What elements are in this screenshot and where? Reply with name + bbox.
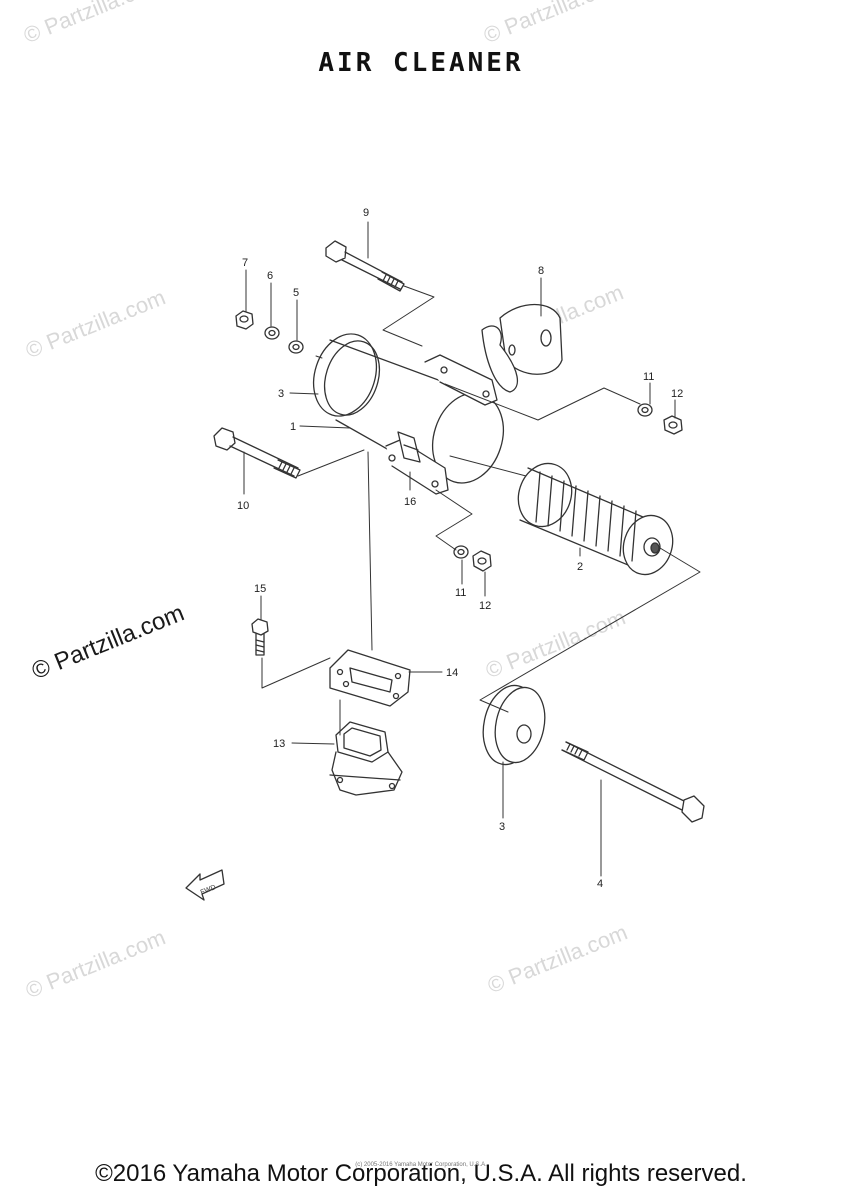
callout-12-upper: 12 [671,388,683,400]
callout-3-upper: 3 [278,388,284,400]
callout-12-lower: 12 [479,600,491,612]
bolt-10[interactable] [213,427,301,479]
washer-11-lower[interactable] [453,545,469,559]
callout-labels: 9 7 6 5 8 3 1 11 12 10 16 2 11 12 15 14 … [200,207,684,897]
cap-3-lower[interactable] [476,680,551,769]
washer-11-upper[interactable] [637,403,653,417]
bolt-9[interactable] [325,240,405,292]
air-cleaner-joint-13[interactable] [329,721,403,796]
nut-12-upper[interactable] [663,415,683,435]
assembly-lines [243,221,701,877]
callout-13: 13 [273,738,285,750]
small-copyright: (c) 2005-2016 Yamaha Motor Corporation, … [355,1162,487,1168]
callout-8: 8 [538,265,544,277]
bolt-15[interactable] [251,618,269,656]
callout-10: 10 [237,500,249,512]
nut-12-lower[interactable] [472,550,492,572]
clamp-16[interactable] [397,431,421,463]
callout-6: 6 [267,270,273,282]
bolt-4[interactable] [561,741,705,823]
fwd-arrow-icon [185,869,225,901]
page-title: AIR CLEANER [318,48,524,78]
washer-5[interactable] [288,340,304,354]
callout-2: 2 [577,561,583,573]
callout-16: 16 [404,496,416,508]
air-cleaner-case-1[interactable] [303,326,514,495]
callout-4: 4 [597,878,603,890]
copyright-footer: ©2016 Yamaha Motor Corporation, U.S.A. A… [95,1160,747,1187]
callout-11-upper: 11 [643,371,654,383]
callout-15: 15 [254,583,266,595]
callout-7: 7 [242,257,248,269]
air-filter-element-2[interactable] [510,457,680,581]
callout-5: 5 [293,287,299,299]
callout-11-lower: 11 [455,587,466,599]
callout-1: 1 [290,421,296,433]
callout-14: 14 [446,667,458,679]
cover-8[interactable] [481,304,563,393]
nut-7[interactable] [235,310,254,330]
callout-9: 9 [363,207,369,219]
callout-3-lower: 3 [499,821,505,833]
gasket-14[interactable] [329,649,411,707]
washer-6[interactable] [264,326,280,340]
